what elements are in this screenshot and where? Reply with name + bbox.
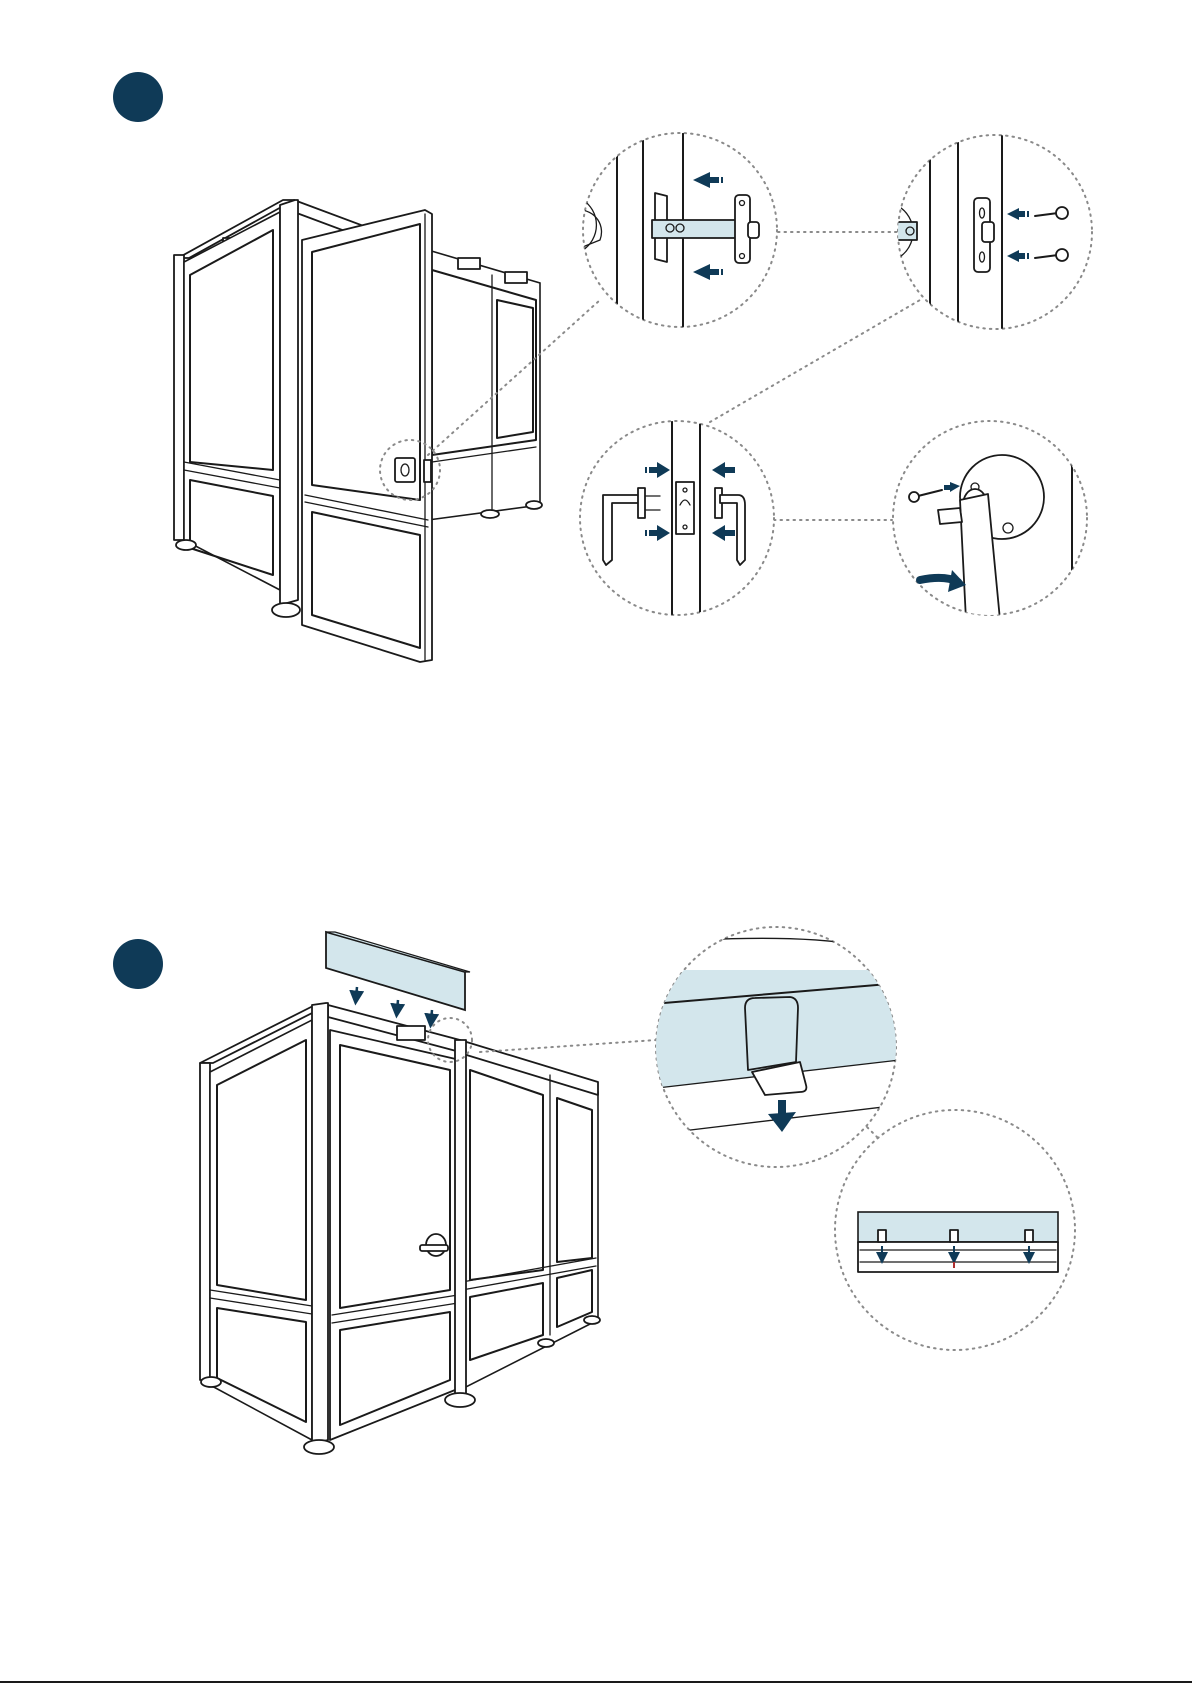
step-marker-circle — [113, 72, 163, 122]
booth-open-door — [174, 200, 542, 662]
detail-latch-screws — [898, 135, 1092, 329]
booth-closed — [200, 1003, 600, 1454]
page-bottom-rule — [0, 1681, 1192, 1683]
step-marker-circle — [113, 939, 163, 989]
top-cover-panel — [326, 932, 465, 1010]
